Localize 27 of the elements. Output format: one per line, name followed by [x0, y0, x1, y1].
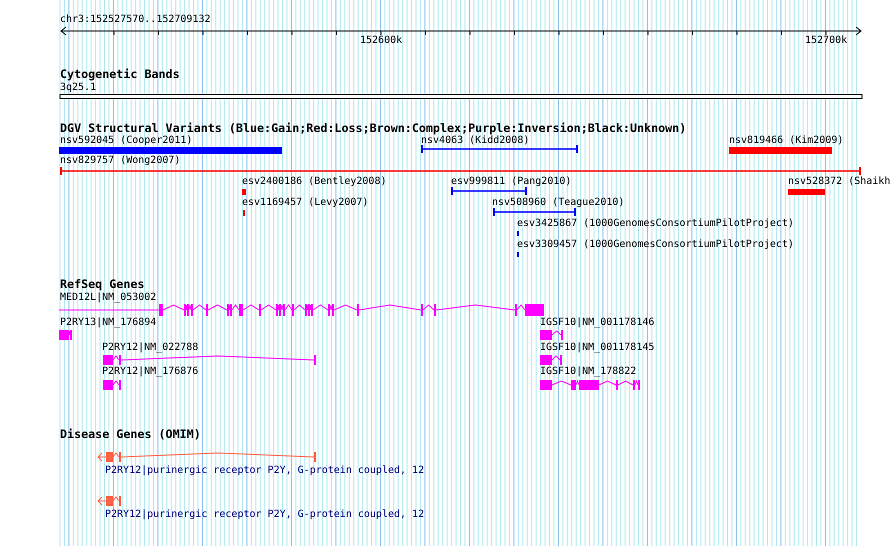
feature-label: P2RY13|NM_176894 — [60, 317, 156, 329]
feature-label: esv2400186 (Bentley2008) — [242, 176, 386, 188]
feature-label: P2RY12|purinergic receptor P2Y, G-protein coupled, 12 — [105, 465, 424, 477]
feature-label: nsv508960 (Teague2010) — [492, 197, 624, 209]
feature-label: esv999811 (Pang2010) — [451, 176, 572, 188]
feature-label: nsv819466 (Kim2009) — [729, 135, 844, 147]
feature-label: 3q25.1 — [60, 82, 96, 94]
scale-tick-label: 152700k — [805, 35, 848, 47]
feature-label: P2RY12|NM_022788 — [102, 342, 198, 354]
track-title: DGV Structural Variants (Blue:Gain;Red:Loss;Brown:Complex;Purple:Inversion;Black:Unknown) — [60, 122, 686, 134]
feature-label: IGSF10|NM_001178146 — [540, 317, 654, 329]
track-title: Cytogenetic Bands — [60, 68, 180, 80]
feature-label: P2RY12|purinergic receptor P2Y, G-protein coupled, 12 — [105, 509, 424, 521]
feature-label: esv3309457 (1000GenomesConsortiumPilotProject) — [517, 239, 794, 251]
feature-label: nsv528372 (Shaikh — [788, 176, 890, 188]
feature-label: nsv592045 (Cooper2011) — [60, 135, 192, 147]
feature-label: nsv829757 (Wong2007) — [60, 155, 180, 167]
feature-label: esv1169457 (Levy2007) — [242, 197, 368, 209]
coordinate-range: chr3:152527570..152709132 — [60, 14, 211, 26]
feature-label: IGSF10|NM_178822 — [540, 366, 636, 378]
feature-label: MED12L|NM_053002 — [60, 292, 156, 304]
feature-label: IGSF10|NM_001178145 — [540, 342, 654, 354]
scale-tick-label: 152600k — [360, 35, 402, 47]
feature-label: esv3425867 (1000GenomesConsortiumPilotProject) — [517, 218, 794, 230]
track-title: Disease Genes (OMIM) — [60, 428, 201, 440]
feature-label: nsv4063 (Kidd2008) — [421, 135, 530, 147]
feature-label: P2RY12|NM_176876 — [102, 366, 198, 378]
